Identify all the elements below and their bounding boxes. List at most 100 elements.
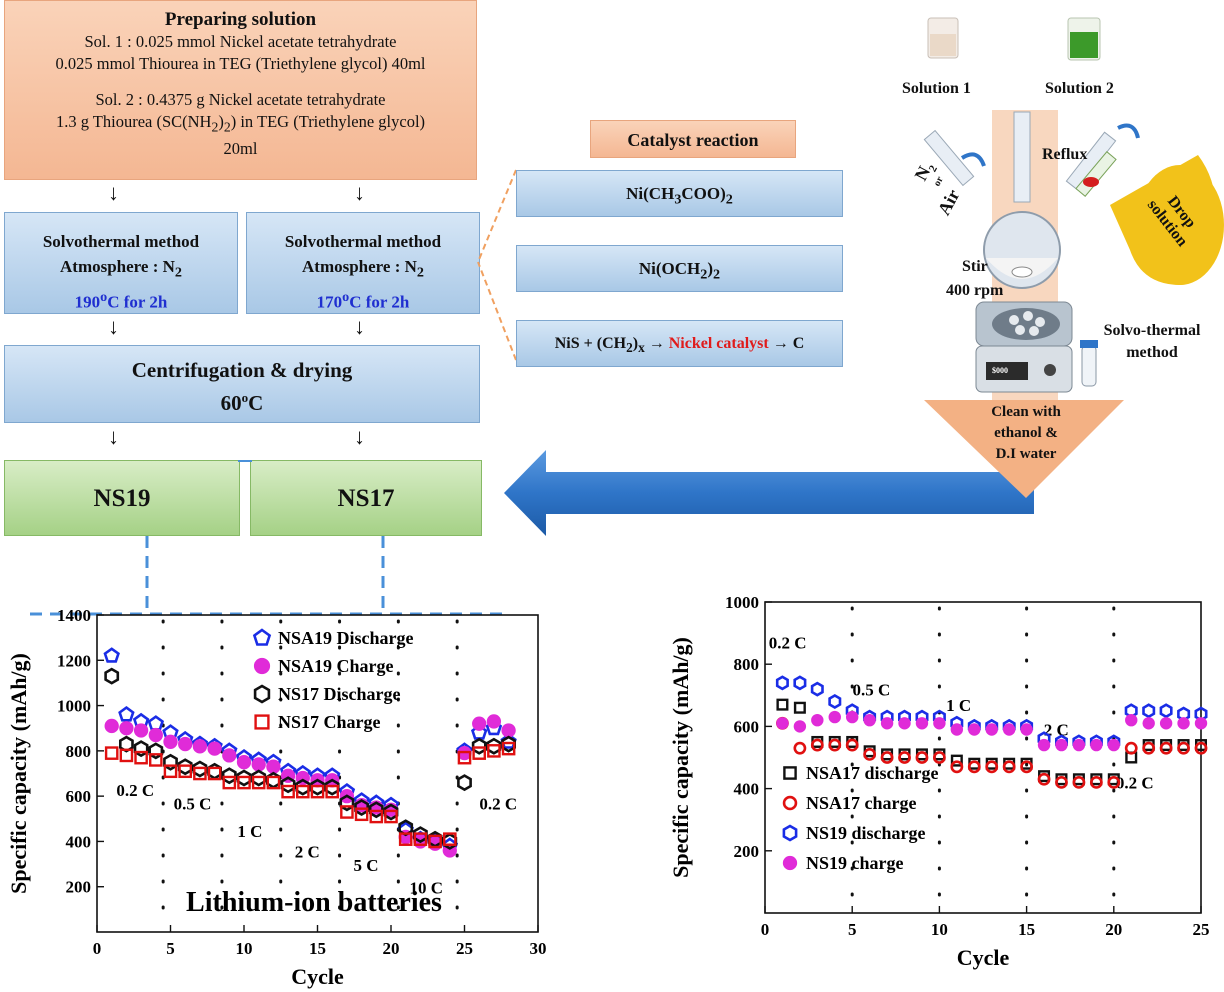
solvo-temp: 170oC for 2h <box>316 289 410 313</box>
data-point <box>148 727 163 743</box>
data-point <box>950 754 963 767</box>
solvo-atmosphere: Atmosphere : N2 <box>60 257 182 281</box>
data-point <box>1020 760 1033 774</box>
plot-frame <box>764 601 1202 914</box>
series-nsa19-discharge <box>103 647 517 853</box>
data-point <box>1055 775 1068 789</box>
legend-label: NSA17 discharge <box>806 763 939 783</box>
legend-marker <box>783 766 797 780</box>
solvothermal-box-170: Solvothermal method Atmosphere : N2 170o… <box>246 212 480 314</box>
arrow-down-2: ↓ <box>354 180 365 205</box>
data-point <box>119 721 134 736</box>
x-tick-label: 20 <box>1105 920 1122 939</box>
data-point <box>296 784 310 799</box>
data-point <box>775 675 789 691</box>
display-readout: $000 <box>992 366 1008 375</box>
y-tick-label: 600 <box>66 787 92 806</box>
data-point <box>265 771 281 789</box>
legend-marker <box>782 795 798 811</box>
big-flow-arrow <box>504 450 1034 536</box>
data-point <box>295 778 311 796</box>
rate-label: 0.5 C <box>174 795 212 814</box>
solvo-temp: 190oC for 2h <box>74 289 168 313</box>
x-tick-label: 25 <box>456 939 473 958</box>
x-axis-label: Cycle <box>957 945 1010 970</box>
series-ns19-charge <box>776 710 1208 752</box>
data-point <box>1124 741 1138 755</box>
data-point <box>1020 723 1033 736</box>
data-point <box>104 718 119 734</box>
arrow-down-6: ↓ <box>354 424 365 449</box>
data-point <box>933 717 946 730</box>
data-point <box>985 760 999 774</box>
data-point <box>810 681 824 697</box>
data-point <box>340 805 354 819</box>
data-point <box>1142 717 1155 730</box>
data-point <box>880 717 894 730</box>
data-point <box>324 778 340 796</box>
rate-label: 0.5 C <box>852 680 890 699</box>
data-point <box>251 775 266 790</box>
data-point <box>193 766 207 781</box>
x-tick-label: 5 <box>848 920 857 939</box>
solvo-title: Solvothermal method <box>284 232 442 251</box>
sol2-line3: 20ml <box>223 139 258 159</box>
rate-label: 10 C <box>410 879 444 898</box>
preparing-solution-box: Preparing solution Sol. 1 : 0.025 mmol N… <box>4 0 477 180</box>
arrow-down-1: ↓ <box>108 180 119 205</box>
data-point <box>354 799 370 816</box>
y-tick-label: 400 <box>734 780 760 799</box>
data-point <box>339 794 355 812</box>
data-point <box>501 723 516 738</box>
sol2-line1: Sol. 2 : 0.4375 g Nickel acetate tetrahy… <box>95 90 386 109</box>
chart-title: Lithium-ion batteries <box>186 887 442 918</box>
rate-label: 0.2 C <box>1116 774 1154 793</box>
centrifuge-temp: 60oC <box>220 390 264 415</box>
legend-label: NS17 Discharge <box>278 684 401 704</box>
data-point <box>134 750 148 765</box>
data-point <box>237 775 251 790</box>
data-point <box>222 748 237 763</box>
data-point <box>178 736 193 752</box>
data-point <box>369 809 384 824</box>
data-point <box>845 738 859 752</box>
apparatus-illustration <box>923 17 1224 498</box>
legend-label: NS19 charge <box>806 853 904 873</box>
clean-label: Clean with ethanol & D.I water <box>991 404 1061 462</box>
data-point <box>1125 713 1138 727</box>
data-point <box>443 832 457 846</box>
data-point <box>207 762 222 780</box>
nickel-catalyst-text: Nickel catalyst <box>668 335 769 352</box>
y-tick-label: 200 <box>66 878 92 897</box>
data-point <box>221 767 237 785</box>
x-axis-label: Cycle <box>291 964 344 989</box>
x-tick-label: 25 <box>1193 920 1210 939</box>
data-point <box>915 751 929 764</box>
data-point <box>487 744 501 758</box>
series-ns19-discharge <box>775 675 1208 750</box>
data-point <box>104 746 119 760</box>
legend-marker <box>782 824 798 842</box>
data-point <box>828 710 841 724</box>
zoom-dashed-lines <box>30 536 510 616</box>
data-point <box>776 698 789 711</box>
data-point <box>310 778 325 796</box>
x-tick-label: 15 <box>1018 920 1035 939</box>
rate-label: 1 C <box>946 696 971 715</box>
data-point <box>177 758 193 776</box>
legend-label: NSA19 Discharge <box>278 628 414 648</box>
data-point <box>457 750 472 765</box>
solvothermal-box-190: Solvothermal method Atmosphere : N2 190o… <box>4 212 238 314</box>
solution1-label: Solution 1 <box>902 80 971 97</box>
data-point <box>236 755 252 770</box>
data-point <box>880 751 894 764</box>
solution2-beaker-icon <box>1067 17 1101 61</box>
x-tick-label: 0 <box>761 920 770 939</box>
data-point <box>280 776 296 794</box>
flask-icon <box>923 111 1117 289</box>
data-point <box>828 693 842 710</box>
data-point <box>1107 738 1120 752</box>
y-tick-label: 1000 <box>57 697 91 716</box>
x-tick-label: 10 <box>236 939 253 958</box>
data-point <box>119 748 134 763</box>
